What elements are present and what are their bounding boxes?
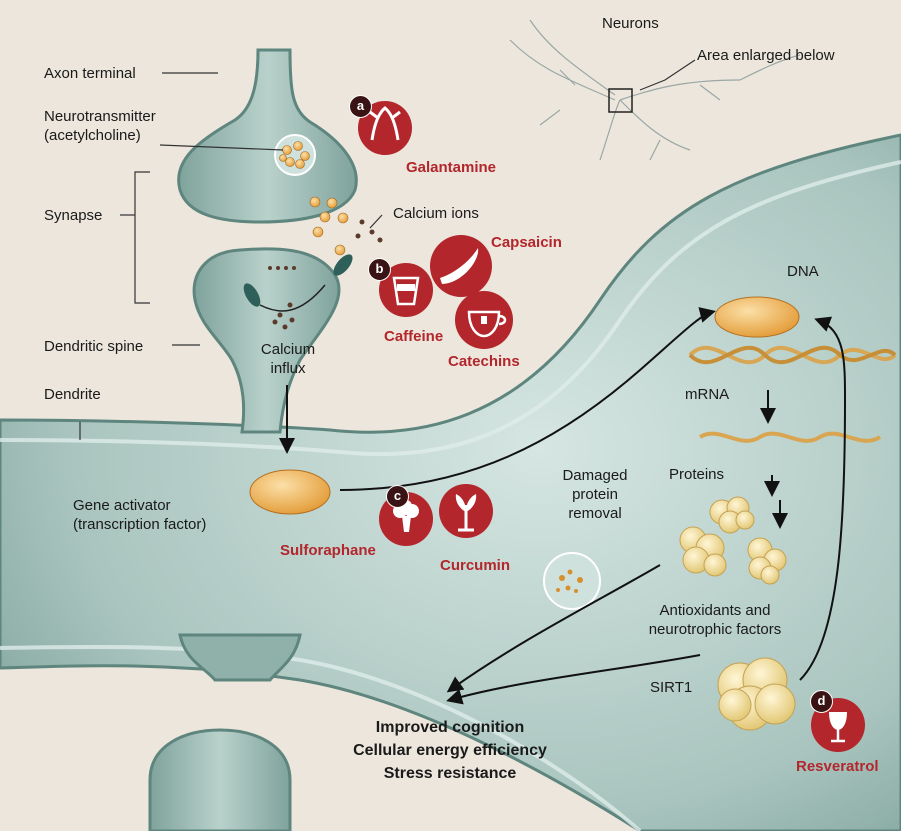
galantamine-label: Galantamine [406, 158, 496, 177]
capsaicin-label: Capsaicin [491, 233, 562, 252]
curcumin-icon [439, 484, 493, 538]
neurotransmitter-line2: (acetylcholine) [44, 126, 156, 145]
badge-c: c [386, 485, 409, 508]
antioxidants-line1: Antioxidants and [630, 601, 800, 620]
calcium-ions-label: Calcium ions [393, 204, 479, 223]
dendritic-spine-label: Dendritic spine [44, 337, 143, 356]
damaged-line3: removal [550, 504, 640, 523]
dna-transcription-factor [715, 297, 799, 337]
bottom-axon-terminal [150, 730, 290, 831]
sirt1-label: SIRT1 [650, 678, 692, 697]
neurotransmitter-label: Neurotransmitter (acetylcholine) [44, 107, 156, 145]
gene-activator-line2: (transcription factor) [73, 515, 206, 534]
gene-activator [250, 470, 330, 514]
damaged-line1: Damaged [550, 466, 640, 485]
badge-d: d [810, 690, 833, 713]
axon-terminal-label: Axon terminal [44, 64, 136, 83]
dendrite-label: Dendrite [44, 385, 101, 404]
sulforaphane-label: Sulforaphane [280, 541, 376, 560]
resveratrol-label: Resveratrol [796, 757, 879, 776]
badge-b: b [368, 258, 391, 281]
outcome-improved-cognition: Improved cognition [300, 716, 600, 739]
calcium-influx-label: Calcium influx [248, 340, 328, 378]
sirt1-cluster [718, 658, 795, 730]
capsaicin-icon [430, 235, 492, 297]
catechins-label: Catechins [448, 352, 520, 371]
caffeine-label: Caffeine [384, 327, 443, 346]
neurons-label: Neurons [602, 14, 659, 33]
outcome-stress-resistance: Stress resistance [300, 762, 600, 785]
proteins-label: Proteins [669, 465, 724, 484]
calcium-influx-line1: Calcium [248, 340, 328, 359]
synapse-label: Synapse [44, 206, 102, 225]
outcomes-block: Improved cognition Cellular energy effic… [300, 716, 600, 785]
curcumin-label: Curcumin [440, 556, 510, 575]
badge-a: a [349, 95, 372, 118]
dna-label: DNA [787, 262, 819, 281]
damaged-protein-vesicle [544, 553, 600, 609]
gene-activator-label: Gene activator (transcription factor) [73, 496, 206, 534]
damaged-protein-label: Damaged protein removal [550, 466, 640, 523]
catechins-icon [455, 291, 513, 349]
calcium-influx-line2: influx [248, 359, 328, 378]
neurotransmitter-line1: Neurotransmitter [44, 107, 156, 126]
antioxidants-line2: neurotrophic factors [630, 620, 800, 639]
outcome-energy-efficiency: Cellular energy efficiency [300, 739, 600, 762]
gene-activator-line1: Gene activator [73, 496, 206, 515]
antioxidants-label: Antioxidants and neurotrophic factors [630, 601, 800, 639]
mrna-label: mRNA [685, 385, 729, 404]
damaged-line2: protein [550, 485, 640, 504]
area-enlarged-label: Area enlarged below [697, 46, 835, 65]
